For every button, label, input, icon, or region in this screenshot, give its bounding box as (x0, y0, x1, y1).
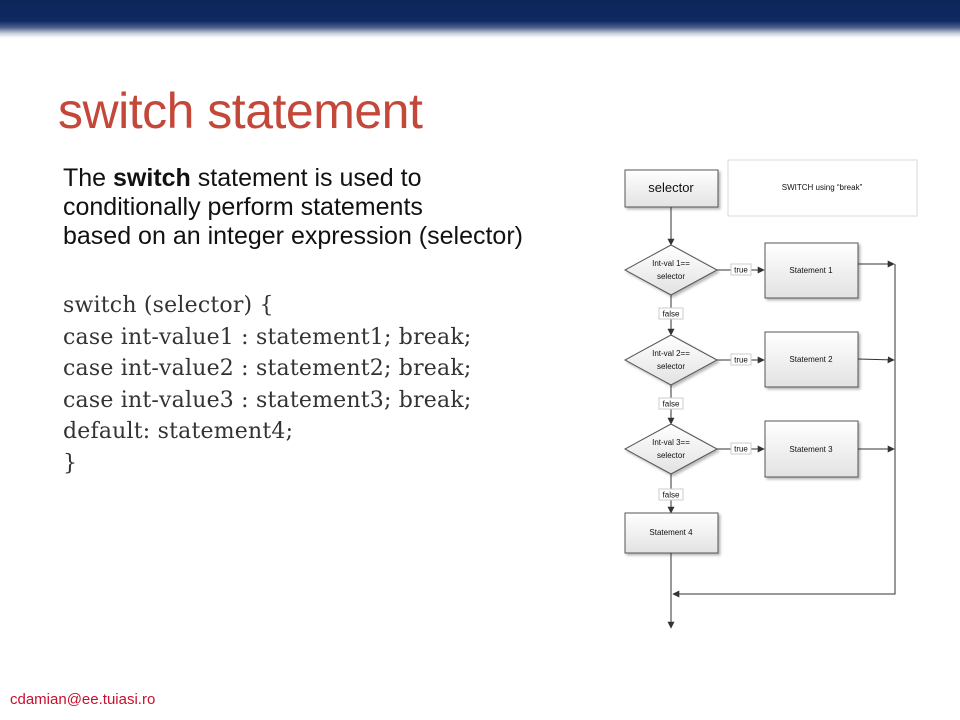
code-block: switch (selector) { case int-value1 : st… (63, 290, 583, 479)
caption-box (727, 159, 918, 217)
false-label-2: false (663, 400, 680, 409)
true-label-box-2 (730, 353, 752, 366)
condition-2-line-1: Int-val 2== (652, 349, 690, 358)
statement-box-1 (764, 242, 859, 299)
slide-title: switch statement (58, 83, 423, 139)
code-line: case int-value1 : statement1; break; (63, 324, 472, 350)
footer-email: cdamian@ee.tuiasi.ro (10, 691, 156, 708)
statement-3-label: Statement 3 (789, 445, 833, 454)
true-label-1: true (734, 266, 748, 275)
intro-before: The (63, 164, 114, 192)
statement-4-label: Statement 4 (649, 528, 693, 537)
false-label-3: false (663, 491, 680, 500)
intro-keyword: switch (113, 164, 191, 192)
condition-1-line-2: selector (657, 272, 685, 281)
header-bar (0, 0, 960, 38)
intro-line-2: conditionally perform statements (63, 193, 423, 221)
condition-1-line-1: Int-val 1== (652, 259, 690, 268)
selector-label: selector (648, 180, 694, 195)
false-label-1: false (663, 310, 680, 319)
condition-2-line-2: selector (657, 362, 685, 371)
condition-diamond-2 (623, 334, 719, 386)
exit-rail (672, 264, 896, 598)
code-line: } (63, 450, 78, 476)
code-line: default: statement4; (63, 419, 294, 444)
statement-box-4 (624, 512, 719, 554)
break-arrow-2 (857, 356, 895, 364)
false-label-box-2 (658, 397, 684, 410)
statement-1-label: Statement 1 (789, 266, 833, 275)
statement-box-2 (764, 331, 859, 388)
condition-diamond-1 (623, 244, 719, 296)
caption-text: SWITCH using “break” (782, 183, 863, 192)
selector-box (624, 169, 719, 208)
false-label-box-1 (658, 307, 684, 320)
statement-2-label: Statement 2 (789, 355, 833, 364)
code-line: switch (selector) { (63, 293, 274, 318)
true-label-box-1 (730, 263, 752, 276)
condition-3-line-1: Int-val 3== (652, 438, 690, 447)
true-label-2: true (734, 356, 748, 365)
intro-line-3: based on an integer expression (selector… (63, 222, 523, 250)
true-label-3: true (734, 445, 748, 454)
true-label-box-3 (730, 442, 752, 455)
code-line: case int-value2 : statement2; break; (63, 356, 472, 381)
code-line: case int-value3 : statement3; break; (63, 387, 472, 413)
condition-diamond-3 (623, 423, 719, 475)
false-label-box-3 (658, 488, 684, 501)
intro-after: statement is used to (190, 164, 422, 192)
intro-text: The switch statement is used to conditio… (63, 164, 583, 251)
condition-3-line-2: selector (657, 451, 685, 460)
